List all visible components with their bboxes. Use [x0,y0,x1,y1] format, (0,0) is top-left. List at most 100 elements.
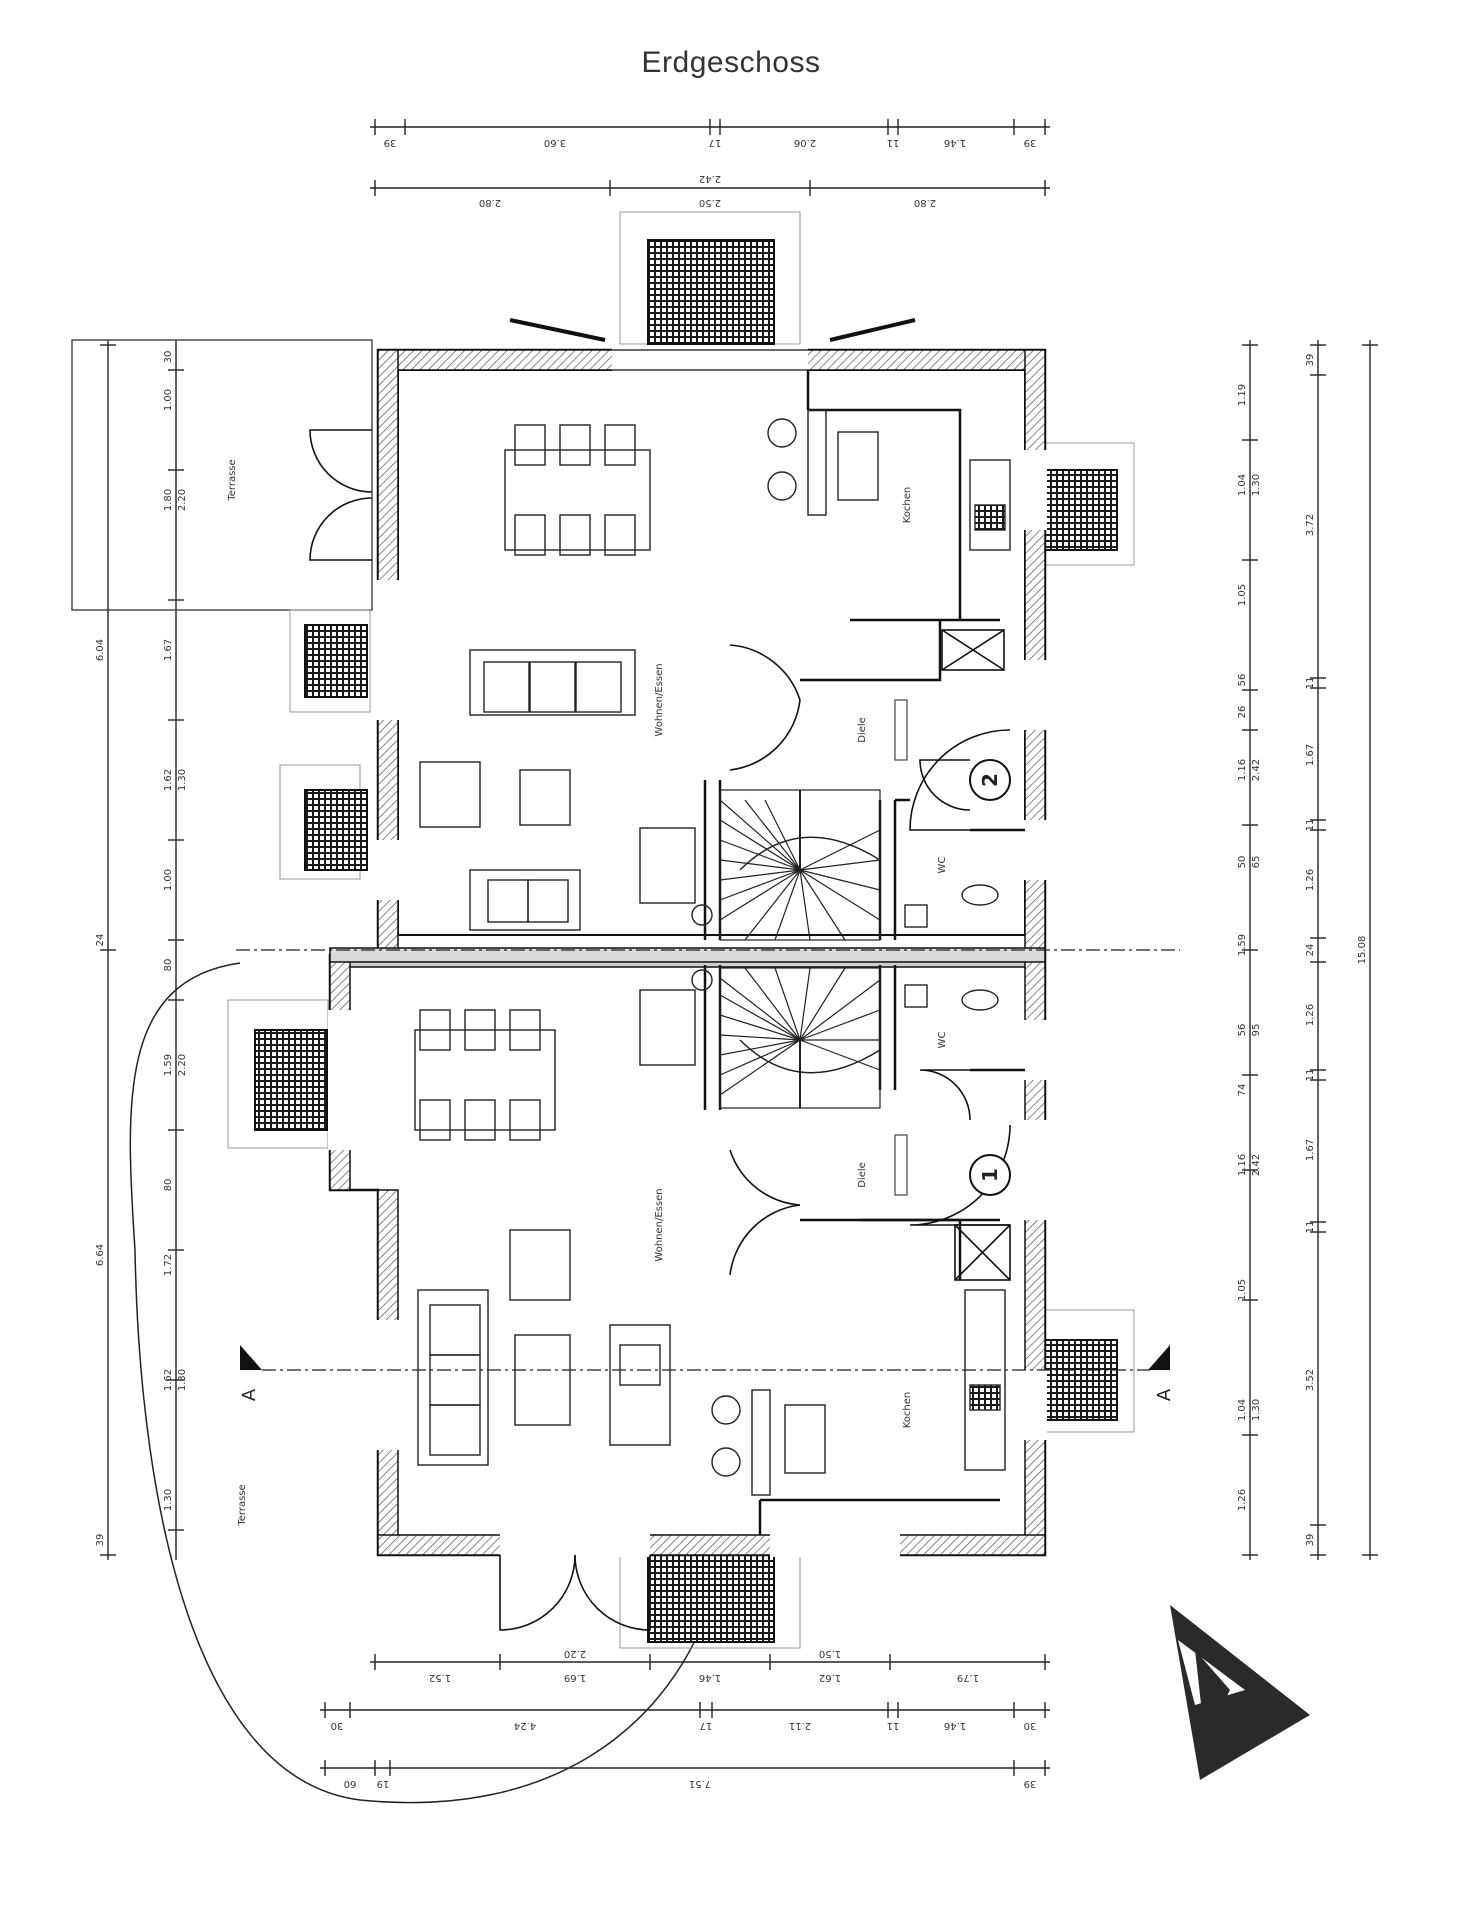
dim-right-inner-19: 1.26 [1237,1489,1248,1511]
dim-right-mid-9: 1.67 [1305,1139,1316,1161]
grate-bottom [647,1549,775,1643]
dim-left-inner-13: 1.72 [163,1254,174,1276]
dim-right-mid-3: 1.67 [1305,744,1316,766]
dim-right-inner-11: 56 [1237,1024,1248,1037]
grate-right-lower [1044,1339,1118,1421]
section-label-right: A [1154,1388,1175,1401]
dim-bottom2-5: 1.46 [944,1720,966,1731]
upper-sofa [419,649,636,931]
dim-right-inner-12: 95 [1251,1024,1262,1037]
grate-left-2 [304,789,368,871]
dim-left-inner-15: 1.30 [177,1369,188,1391]
dim-top1-0: 39 [384,137,397,148]
doors [309,318,1011,1631]
dim-bottom2-4: 11 [887,1720,900,1731]
dim-bottom1-4: 1.50 [819,1648,841,1659]
dim-top1-5: 1.46 [944,137,966,148]
room-label-lower-wohnen: Wohnen/Essen [654,1188,665,1261]
dim-bottom1-2: 2.20 [564,1648,586,1659]
upper-dining [504,424,651,556]
dim-left-inner-0: 30 [163,351,174,364]
dim-left-inner-1: 1.00 [163,389,174,411]
dim-top1-2: 17 [709,137,722,148]
dim-left-inner-6: 1.30 [177,769,188,791]
dim-right-mid-12: 39 [1305,1534,1316,1547]
dim-right-inner-0: 1.19 [1237,384,1248,406]
dim-right-inner-15: 2.42 [1251,1154,1262,1176]
dim-right-inner-7: 2.42 [1251,759,1262,781]
dim-left-inner-10: 1.59 [163,1054,174,1076]
room-labels: Wohnen/Essen Kochen Diele WC Terrasse Wo… [227,459,948,1526]
grate-left-1 [304,624,368,698]
upper-wc-fixtures [904,884,999,928]
grates [254,239,1118,1643]
dim-right-inner-10: 1.59 [1237,934,1248,956]
dim-right-inner-8: 50 [1237,856,1248,869]
dim-bottom2-3: 2.11 [789,1720,811,1731]
dim-right-outer-0: 15.08 [1357,936,1368,965]
dim-left-inner-16: 1.30 [163,1489,174,1511]
dim-bottom3-0: 60 [344,1778,357,1789]
dim-bottom3-2: 7.51 [689,1778,711,1789]
room-label-upper-diele: Diele [857,717,868,743]
grate-right-upper [1044,469,1118,551]
upper-kitchen-furniture [639,409,1011,926]
dim-right-inner-2: 1.30 [1251,474,1262,496]
dim-bottom1-0: 1.52 [429,1672,451,1683]
shafts [941,629,1011,1281]
section-arrow-right [1148,1345,1170,1370]
dim-bottom3-1: 19 [377,1778,390,1789]
dim-left-inner-2: 1.80 [163,489,174,511]
grate-left-3 [254,1029,328,1131]
unit-number-1: 1 [978,1168,1002,1182]
dim-right-mid-1: 3.72 [1305,514,1316,536]
dim-right-mid-6: 24 [1305,944,1316,957]
dim-left-inner-4: 1.67 [163,639,174,661]
dim-right-inner-13: 74 [1237,1084,1248,1097]
dim-right-inner-4: 56 [1237,674,1248,687]
dim-top1-6: 39 [1024,137,1037,148]
dim-bottom2-2: 17 [700,1720,713,1731]
room-label-upper-wohnen: Wohnen/Essen [654,663,665,736]
dim-bottom2-1: 4.24 [514,1720,536,1731]
dim-right-mid-10: 11 [1305,1221,1316,1234]
dim-top1-3: 2.06 [794,137,816,148]
dim-right-inner-16: 1.05 [1237,1279,1248,1301]
dim-left-inner-8: 24 [95,934,106,947]
lower-wc-fixtures [904,984,999,1011]
upper-stair [719,789,881,941]
dim-left-inner-7: 1.00 [163,869,174,891]
dim-texts-right: 1.19 1.04 1.30 1.05 56 26 1.16 2.42 50 6… [1237,354,1368,1547]
dim-right-inner-17: 1.04 [1237,1399,1248,1421]
upper-terrace [71,339,373,611]
north-arrow-icon [1170,1605,1310,1780]
dim-right-inner-6: 1.16 [1237,759,1248,781]
dim-left-inner-11: 2.20 [177,1054,188,1076]
dim-left-outer-1: 6.64 [95,1244,106,1266]
dim-bottom1-5: 1.62 [819,1672,841,1683]
dim-top2-1: 2.50 [699,197,721,208]
room-label-lower-diele: Diele [857,1162,868,1188]
room-label-lower-kochen: Kochen [902,1392,913,1429]
dim-right-inner-14: 1.16 [1237,1154,1248,1176]
dim-right-mid-2: 11 [1305,677,1316,690]
dim-right-mid-7: 1.26 [1305,1004,1316,1026]
dim-left-inner-9: 80 [163,959,174,972]
dim-right-mid-4: 11 [1305,819,1316,832]
dim-left-outer-0: 6.04 [95,639,106,661]
dim-texts-left: 6.04 6.64 30 1.00 1.80 2.20 1.67 1.62 1.… [95,351,188,1547]
dim-left-inner-12: 80 [163,1179,174,1192]
unit-circles: 2 1 [969,759,1011,1196]
room-label-upper-kochen: Kochen [902,487,913,524]
dim-right-inner-5: 26 [1237,706,1248,719]
section-arrow-left [240,1345,262,1370]
dim-top1-4: 11 [887,137,900,148]
dim-right-mid-8: 11 [1305,1069,1316,1082]
party-wall [329,947,1046,963]
dim-top2-3: 2.80 [914,197,936,208]
lower-kitchen-furniture [639,969,1006,1496]
room-label-lower-terrasse: Terrasse [237,1484,248,1526]
dim-left-inner-14: 1.62 [163,1369,174,1391]
drawing-title: Erdgeschoss [641,46,821,79]
